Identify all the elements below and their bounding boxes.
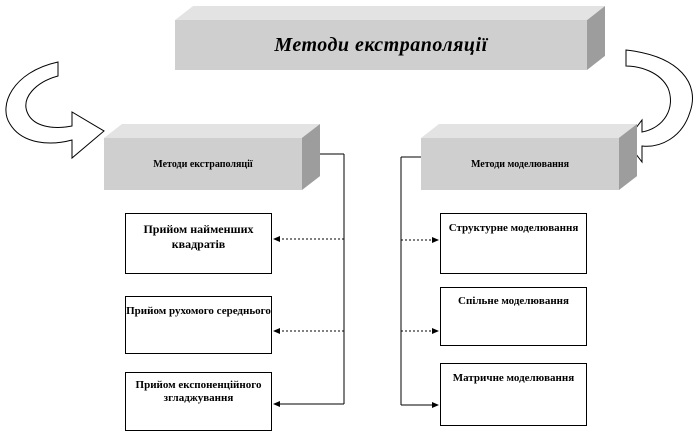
left-curved-arrow (5, 61, 105, 160)
left-header-box-side (302, 124, 320, 190)
main-title-box-top (175, 6, 605, 20)
matrix-modeling-box: Матричне моделювання (440, 363, 587, 426)
right-header-box-side (619, 124, 637, 190)
left-header-box-top (104, 124, 320, 138)
least-squares-box: Прийом найменших квадратів (125, 213, 272, 274)
left-header-label: Методи екстраполяції (104, 138, 302, 190)
right-curved-arrow (625, 49, 693, 164)
structural-modeling-box: Структурне моделювання (440, 213, 587, 274)
exponential-smoothing-box: Прийом експоненційного згладжування (125, 372, 272, 431)
main-title-box: Методи екстраполяції (175, 6, 605, 70)
main-title: Методи екстраполяції (175, 20, 587, 70)
right-header-box-top (421, 124, 637, 138)
main-title-box-side (587, 6, 605, 70)
joint-modeling-box: Спільне моделювання (440, 287, 587, 346)
right-header-label: Методи моделювання (421, 138, 619, 190)
moving-average-box: Прийом рухомого середнього (125, 296, 272, 354)
right-header-box: Методи моделювання (421, 124, 637, 190)
left-header-box: Методи екстраполяції (104, 124, 320, 190)
